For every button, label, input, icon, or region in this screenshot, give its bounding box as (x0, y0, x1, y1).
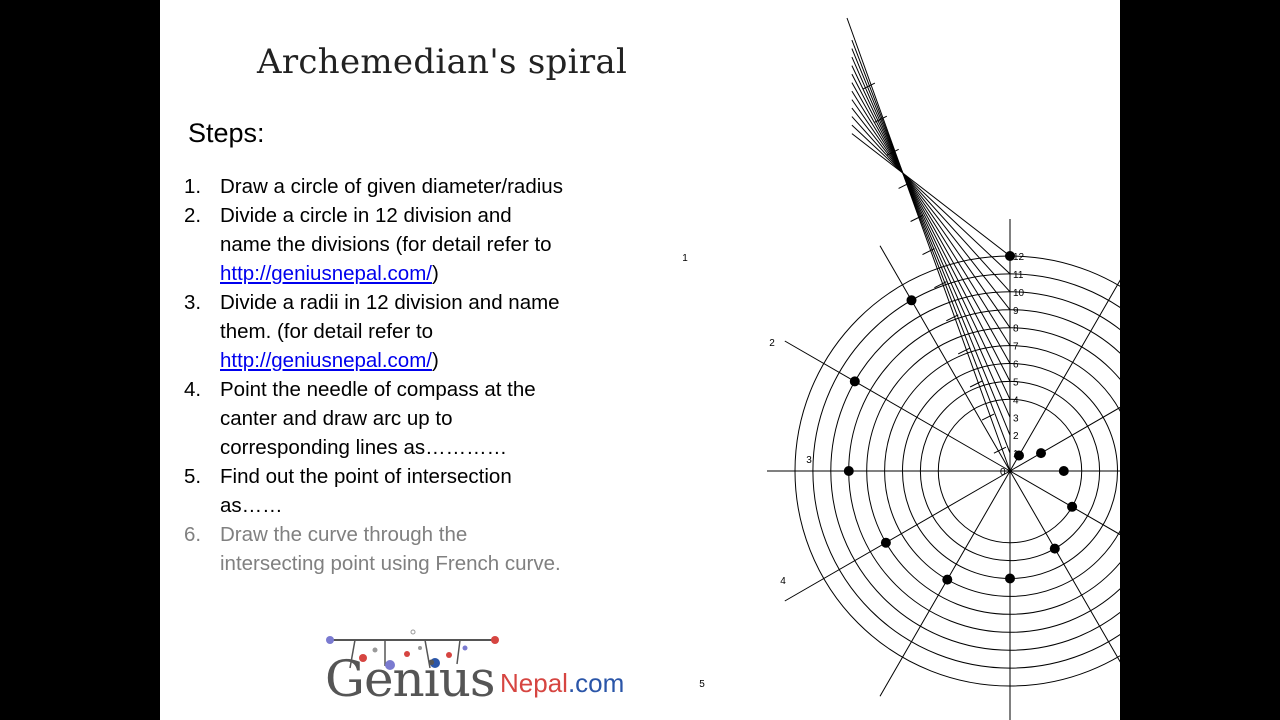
intersection-point (849, 376, 860, 387)
construction-line (851, 124, 1011, 275)
logo-nepal-word: Nepal (500, 668, 568, 698)
division-label: 3 (806, 455, 812, 466)
geniusnepal-link[interactable]: http://geniusnepal.com/ (220, 349, 432, 372)
construction-line (851, 73, 1011, 382)
radius-label: 10 (1013, 288, 1025, 299)
intersection-point (1049, 543, 1060, 554)
division-line (784, 470, 1011, 602)
construction-line (851, 56, 1011, 418)
division-tick (874, 115, 888, 123)
step-item: 5. Find out the point of intersection as…… (170, 462, 565, 520)
construction-line (851, 107, 1011, 311)
step-item: 4. Point the needle of compass at the can… (170, 375, 565, 462)
intersection-point (1014, 450, 1024, 461)
construction-line (851, 82, 1011, 364)
division-tick (957, 347, 971, 355)
logo-molecule-graphic (326, 629, 499, 670)
spiral-construction-diagram: 12345678910111211109876543210 (682, 17, 1120, 720)
division-line (1009, 470, 1120, 536)
division-label: 4 (780, 576, 786, 587)
construction-line (851, 133, 1011, 257)
division-tick (993, 446, 1007, 454)
radius-label: 12 (1013, 252, 1025, 263)
division-tick (981, 413, 995, 421)
construction-line (851, 48, 1011, 436)
construction-line (851, 116, 1011, 293)
step-text: Find out the point of intersection as…… (220, 465, 512, 517)
division-line (879, 245, 1011, 472)
step-number: 6. (184, 523, 202, 546)
step-text: Divide a radii in 12 division and name t… (220, 291, 560, 343)
division-label: 5 (699, 679, 705, 690)
step-item: 1. Draw a circle of given diameter/radius (170, 172, 565, 201)
radius-label: 9 (1013, 306, 1019, 317)
geniusnepal-link[interactable]: http://geniusnepal.com/ (220, 262, 432, 285)
slide-title: Archemedian's spiral (257, 42, 628, 82)
division-line (1009, 406, 1120, 472)
logo-genius-text: Genius (325, 650, 496, 708)
radius-label: 3 (1013, 413, 1019, 424)
construction-line (851, 90, 1011, 346)
radius-label: 4 (1013, 395, 1019, 406)
step-item: 2. Divide a circle in 12 division and nam… (170, 201, 565, 288)
construction-line (851, 39, 1011, 454)
step-number: 3. (184, 291, 202, 314)
radius-label: 11 (1013, 270, 1024, 281)
step-number: 5. (184, 465, 202, 488)
construction-line (851, 65, 1011, 400)
division-line (784, 340, 1011, 472)
step-text: Draw a circle of given diameter/radius (220, 175, 563, 198)
division-tick (910, 215, 923, 222)
division-line (1009, 470, 1120, 663)
step-text-end: ) (431, 262, 439, 285)
intersection-point (1058, 466, 1069, 476)
intersection-point (942, 574, 953, 585)
step-text-end: ) (431, 349, 439, 372)
intersection-point (880, 537, 891, 548)
division-tick (886, 148, 899, 156)
division-tick (898, 181, 911, 189)
construction-line (851, 99, 1011, 328)
division-tick (969, 380, 983, 388)
radius-label: 5 (1013, 377, 1019, 388)
step-number: 2. (184, 204, 202, 227)
radius-label: 7 (1013, 342, 1019, 353)
radius-label: 6 (1013, 360, 1019, 371)
step-text: Draw the curve through the intersecting … (220, 523, 561, 575)
division-label: 2 (769, 338, 775, 349)
geniusnepal-logo: Genius Nepal.com (325, 628, 635, 720)
step-item: 6. Draw the curve through the intersectin… (170, 520, 565, 578)
radius-label: 2 (1013, 431, 1019, 442)
step-item: 3. Divide a radii in 12 division and name… (170, 288, 565, 375)
construction-line (846, 17, 1011, 472)
steps-heading: Steps: (188, 118, 265, 148)
intersection-point (1036, 448, 1046, 459)
intersection-point (1067, 501, 1078, 512)
division-tick (934, 281, 947, 289)
division-tick (862, 82, 876, 90)
slide: Archemedian's spiral Steps: 1. Draw a cir… (160, 0, 1120, 720)
division-label: 1 (682, 253, 688, 264)
intersection-point (906, 295, 917, 306)
steps-list: 1. Draw a circle of given diameter/radius… (170, 172, 565, 578)
step-number: 1. (184, 175, 202, 198)
radius-label: 8 (1013, 324, 1019, 335)
intersection-point (1005, 573, 1015, 584)
intersection-point (843, 466, 854, 476)
division-tick (946, 314, 959, 322)
intersection-point (1005, 251, 1015, 261)
logo-nepal-text: Nepal.com (500, 668, 624, 699)
step-number: 4. (184, 378, 202, 401)
step-text: Point the needle of compass at the cante… (220, 378, 536, 459)
logo-com-word: .com (567, 668, 625, 698)
division-line (1009, 279, 1120, 472)
division-tick (922, 248, 935, 256)
radius-label: 0 (1000, 467, 1006, 478)
step-text: Divide a circle in 12 division and name … (220, 204, 552, 256)
